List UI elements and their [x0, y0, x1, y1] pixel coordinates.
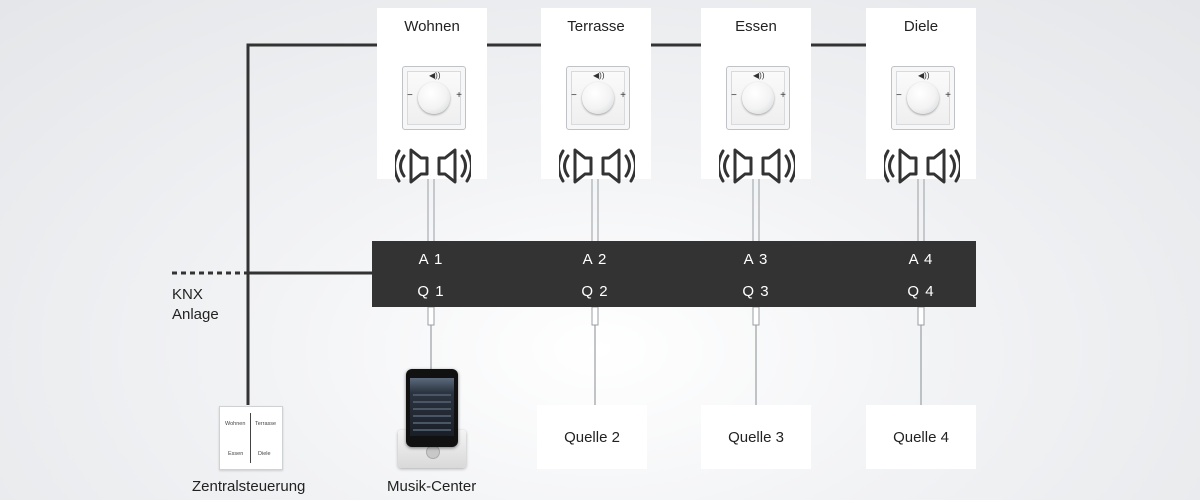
source-card-4: Quelle 4: [866, 405, 976, 469]
speaker-pair-icon: [559, 148, 635, 184]
speaker-small-icon: ◀)): [753, 71, 765, 80]
source-card-2: Quelle 2: [537, 405, 647, 469]
source-label: Quelle 4: [893, 429, 949, 446]
input-q4-label: Q 4: [907, 283, 935, 300]
source-plug-4: [917, 306, 925, 326]
volume-knob[interactable]: ◀)) − +: [566, 66, 630, 130]
switch-label-terrasse[interactable]: Terrasse: [255, 421, 277, 427]
music-center-phone[interactable]: [406, 369, 458, 447]
room-name: Essen: [735, 18, 777, 35]
switch-label-essen[interactable]: Essen: [228, 451, 244, 457]
source-plug-1: [427, 306, 435, 326]
room-card-diele: Diele ◀)) − +: [866, 8, 976, 184]
output-a2-label: A 2: [582, 251, 608, 268]
input-q1-label: Q 1: [417, 283, 445, 300]
output-a4-label: A 4: [908, 251, 934, 268]
knx-label-line2: Anlage: [172, 306, 219, 323]
plus-label: +: [780, 90, 786, 101]
central-control-switch[interactable]: Wohnen Terrasse Essen Diele: [219, 406, 283, 470]
plus-label: +: [945, 90, 951, 101]
knob-dial[interactable]: [907, 82, 939, 114]
source-label: Quelle 2: [564, 429, 620, 446]
switch-label-wohnen[interactable]: Wohnen: [225, 421, 246, 427]
knob-dial[interactable]: [418, 82, 450, 114]
dock-button[interactable]: [426, 445, 440, 459]
speaker-pair-icon: [395, 148, 471, 184]
knx-label: KNX Anlage: [172, 286, 219, 323]
input-q2-label: Q 2: [581, 283, 609, 300]
speaker-pair-icon: [884, 148, 960, 184]
volume-knob[interactable]: ◀)) − +: [891, 66, 955, 130]
phone-screen: [410, 378, 454, 436]
minus-label: −: [896, 90, 902, 101]
switch-divider: [250, 413, 251, 463]
music-center-caption: Musik-Center: [387, 478, 477, 495]
switch-label-diele[interactable]: Diele: [258, 451, 271, 457]
speaker-small-icon: ◀)): [429, 71, 441, 80]
plus-label: +: [456, 90, 462, 101]
source-plug-3: [752, 306, 760, 326]
speaker-small-icon: ◀)): [593, 71, 605, 80]
room-name: Terrasse: [567, 18, 625, 35]
speaker-pair-icon: [719, 148, 795, 184]
source-plug-2: [591, 306, 599, 326]
room-name: Wohnen: [404, 18, 460, 35]
speaker-small-icon: ◀)): [918, 71, 930, 80]
room-card-terrasse: Terrasse ◀)) − +: [541, 8, 651, 184]
minus-label: −: [571, 90, 577, 101]
knob-dial[interactable]: [742, 82, 774, 114]
minus-label: −: [731, 90, 737, 101]
amplifier-unit: A 1 A 2 A 3 A 4 Q 1 Q 2 Q 3 Q 4: [372, 241, 976, 307]
input-q3-label: Q 3: [742, 283, 770, 300]
knx-label-line1: KNX: [172, 286, 203, 303]
room-name: Diele: [903, 18, 939, 35]
output-a3-label: A 3: [743, 251, 769, 268]
source-card-3: Quelle 3: [701, 405, 811, 469]
minus-label: −: [407, 90, 413, 101]
central-control-caption: Zentralsteuerung: [192, 478, 306, 495]
room-card-wohnen: Wohnen ◀)) − +: [377, 8, 487, 184]
knob-dial[interactable]: [582, 82, 614, 114]
volume-knob[interactable]: ◀)) − +: [726, 66, 790, 130]
output-a1-label: A 1: [418, 251, 444, 268]
volume-knob[interactable]: ◀)) − +: [402, 66, 466, 130]
source-label: Quelle 3: [728, 429, 784, 446]
room-card-essen: Essen ◀)) − +: [701, 8, 811, 184]
plus-label: +: [620, 90, 626, 101]
